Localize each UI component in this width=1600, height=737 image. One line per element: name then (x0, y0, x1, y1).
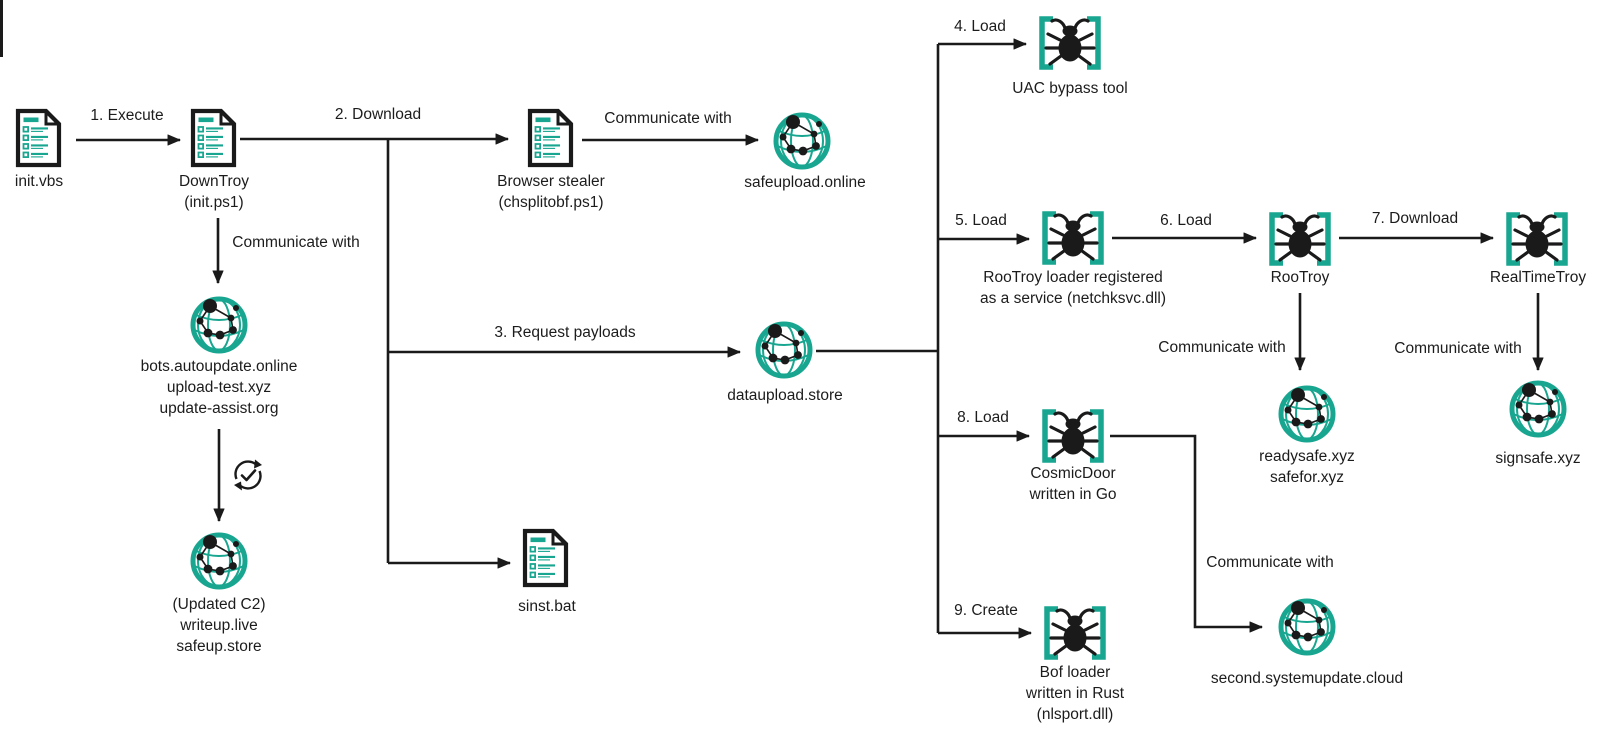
globe-icon (1507, 378, 1569, 440)
edge-label-step3: 3. Request payloads (494, 324, 636, 341)
node-label-updated-c2: (Updated C2) writeup.live safeup.store (172, 594, 265, 657)
globe-icon (1276, 596, 1338, 658)
edge-label-comm-browser: Communicate with (604, 110, 732, 127)
label-line: writeup.live (180, 617, 258, 634)
label-line: DownTroy (178, 173, 250, 190)
label-line: safefor.xyz (1269, 469, 1345, 486)
label-line: written in Go (1029, 486, 1117, 503)
node-label-dataupload: dataupload.store (727, 385, 842, 406)
malware-icon (1038, 407, 1108, 465)
label-line: safeup.store (176, 638, 262, 655)
label-line: (nlsport.dll) (1036, 706, 1114, 723)
label-line: Browser stealer (497, 173, 605, 190)
label-line: RooTroy (1270, 269, 1330, 286)
left-edge-artifact (0, 0, 3, 57)
label-line: RealTimeTroy (1489, 269, 1587, 286)
label-line: update-assist.org (159, 400, 279, 417)
label-line: RooTroy loader registered (983, 269, 1163, 286)
edge-label-step4: 4. Load (954, 18, 1006, 35)
label-line: as a service (netchksvc.dll) (979, 290, 1167, 307)
file-icon (15, 108, 62, 168)
edge-label-comm-downtroy: Communicate with (232, 234, 360, 251)
label-line: CosmicDoor (1030, 465, 1116, 482)
malware-icon (1265, 210, 1335, 268)
label-line: init.vbs (14, 173, 64, 190)
node-label-safeupload: safeupload.online (744, 172, 866, 193)
label-line: dataupload.store (727, 387, 843, 404)
malware-icon (1502, 210, 1572, 268)
globe-icon (771, 110, 833, 172)
node-label-rootroy-loader: RooTroy loader registered as a service (… (980, 267, 1166, 309)
label-line: sinst.bat (518, 598, 576, 615)
edge-label-step1: 1. Execute (90, 107, 164, 124)
edge-label-step2: 2. Download (334, 106, 422, 123)
node-label-init-vbs: init.vbs (15, 171, 63, 192)
malware-icon (1035, 14, 1105, 72)
node-label-uac-bypass: UAC bypass tool (1012, 78, 1127, 99)
node-label-cosmicdoor: CosmicDoor written in Go (1029, 463, 1116, 505)
globe-icon (753, 319, 815, 381)
label-line: written in Rust (1025, 685, 1125, 702)
node-label-realtimetroy-c2: signsafe.xyz (1495, 448, 1580, 469)
label-line: second.systemupdate.cloud (1210, 670, 1404, 687)
label-line: bots.autoupdate.online (140, 358, 298, 375)
edge-label-step9: 9. Create (954, 602, 1018, 619)
label-line: readysafe.xyz (1259, 448, 1355, 465)
globe-icon (1276, 383, 1338, 445)
malware-icon (1040, 604, 1110, 662)
label-line: (Updated C2) (172, 596, 266, 613)
label-line: (chsplitobf.ps1) (498, 194, 604, 211)
edge-label-step5: 5. Load (955, 212, 1007, 229)
node-label-browser-stealer: Browser stealer (chsplitobf.ps1) (497, 171, 605, 213)
edge-label-comm-realtimetroy: Communicate with (1394, 340, 1522, 357)
node-label-rootroy: RooTroy (1271, 267, 1330, 288)
node-label-downtroy: DownTroy (init.ps1) (179, 171, 249, 213)
node-label-rootroy-c2: readysafe.xyz safefor.xyz (1259, 446, 1355, 488)
node-label-realtimetroy: RealTimeTroy (1490, 267, 1586, 288)
file-icon (522, 528, 569, 588)
edge-label-step6: 6. Load (1160, 212, 1212, 229)
file-icon (190, 108, 237, 168)
node-label-initial-c2: bots.autoupdate.online upload-test.xyz u… (141, 356, 298, 419)
file-icon (527, 108, 574, 168)
malware-icon (1038, 209, 1108, 267)
label-line: UAC bypass tool (1012, 80, 1128, 97)
sync-icon (228, 456, 268, 494)
label-line: upload-test.xyz (166, 379, 272, 396)
globe-icon (188, 530, 250, 592)
node-label-cosmicdoor-c2: second.systemupdate.cloud (1211, 668, 1403, 689)
edge-label-step8: 8. Load (957, 409, 1009, 426)
globe-icon (188, 294, 250, 356)
label-line: (init.ps1) (184, 194, 244, 211)
edge-comm-cosmicdoor-arrow (1110, 434, 1264, 633)
node-label-sinst-bat: sinst.bat (518, 596, 576, 617)
edge-label-comm-rootroy: Communicate with (1158, 339, 1286, 356)
edge-label-step7: 7. Download (1371, 210, 1459, 227)
node-label-bof-loader: Bof loader written in Rust (nlsport.dll) (1026, 662, 1124, 725)
label-line: safeupload.online (744, 174, 866, 191)
label-line: signsafe.xyz (1495, 450, 1581, 467)
edge-label-comm-cosmicdoor: Communicate with (1206, 554, 1334, 571)
label-line: Bof loader (1039, 664, 1111, 681)
